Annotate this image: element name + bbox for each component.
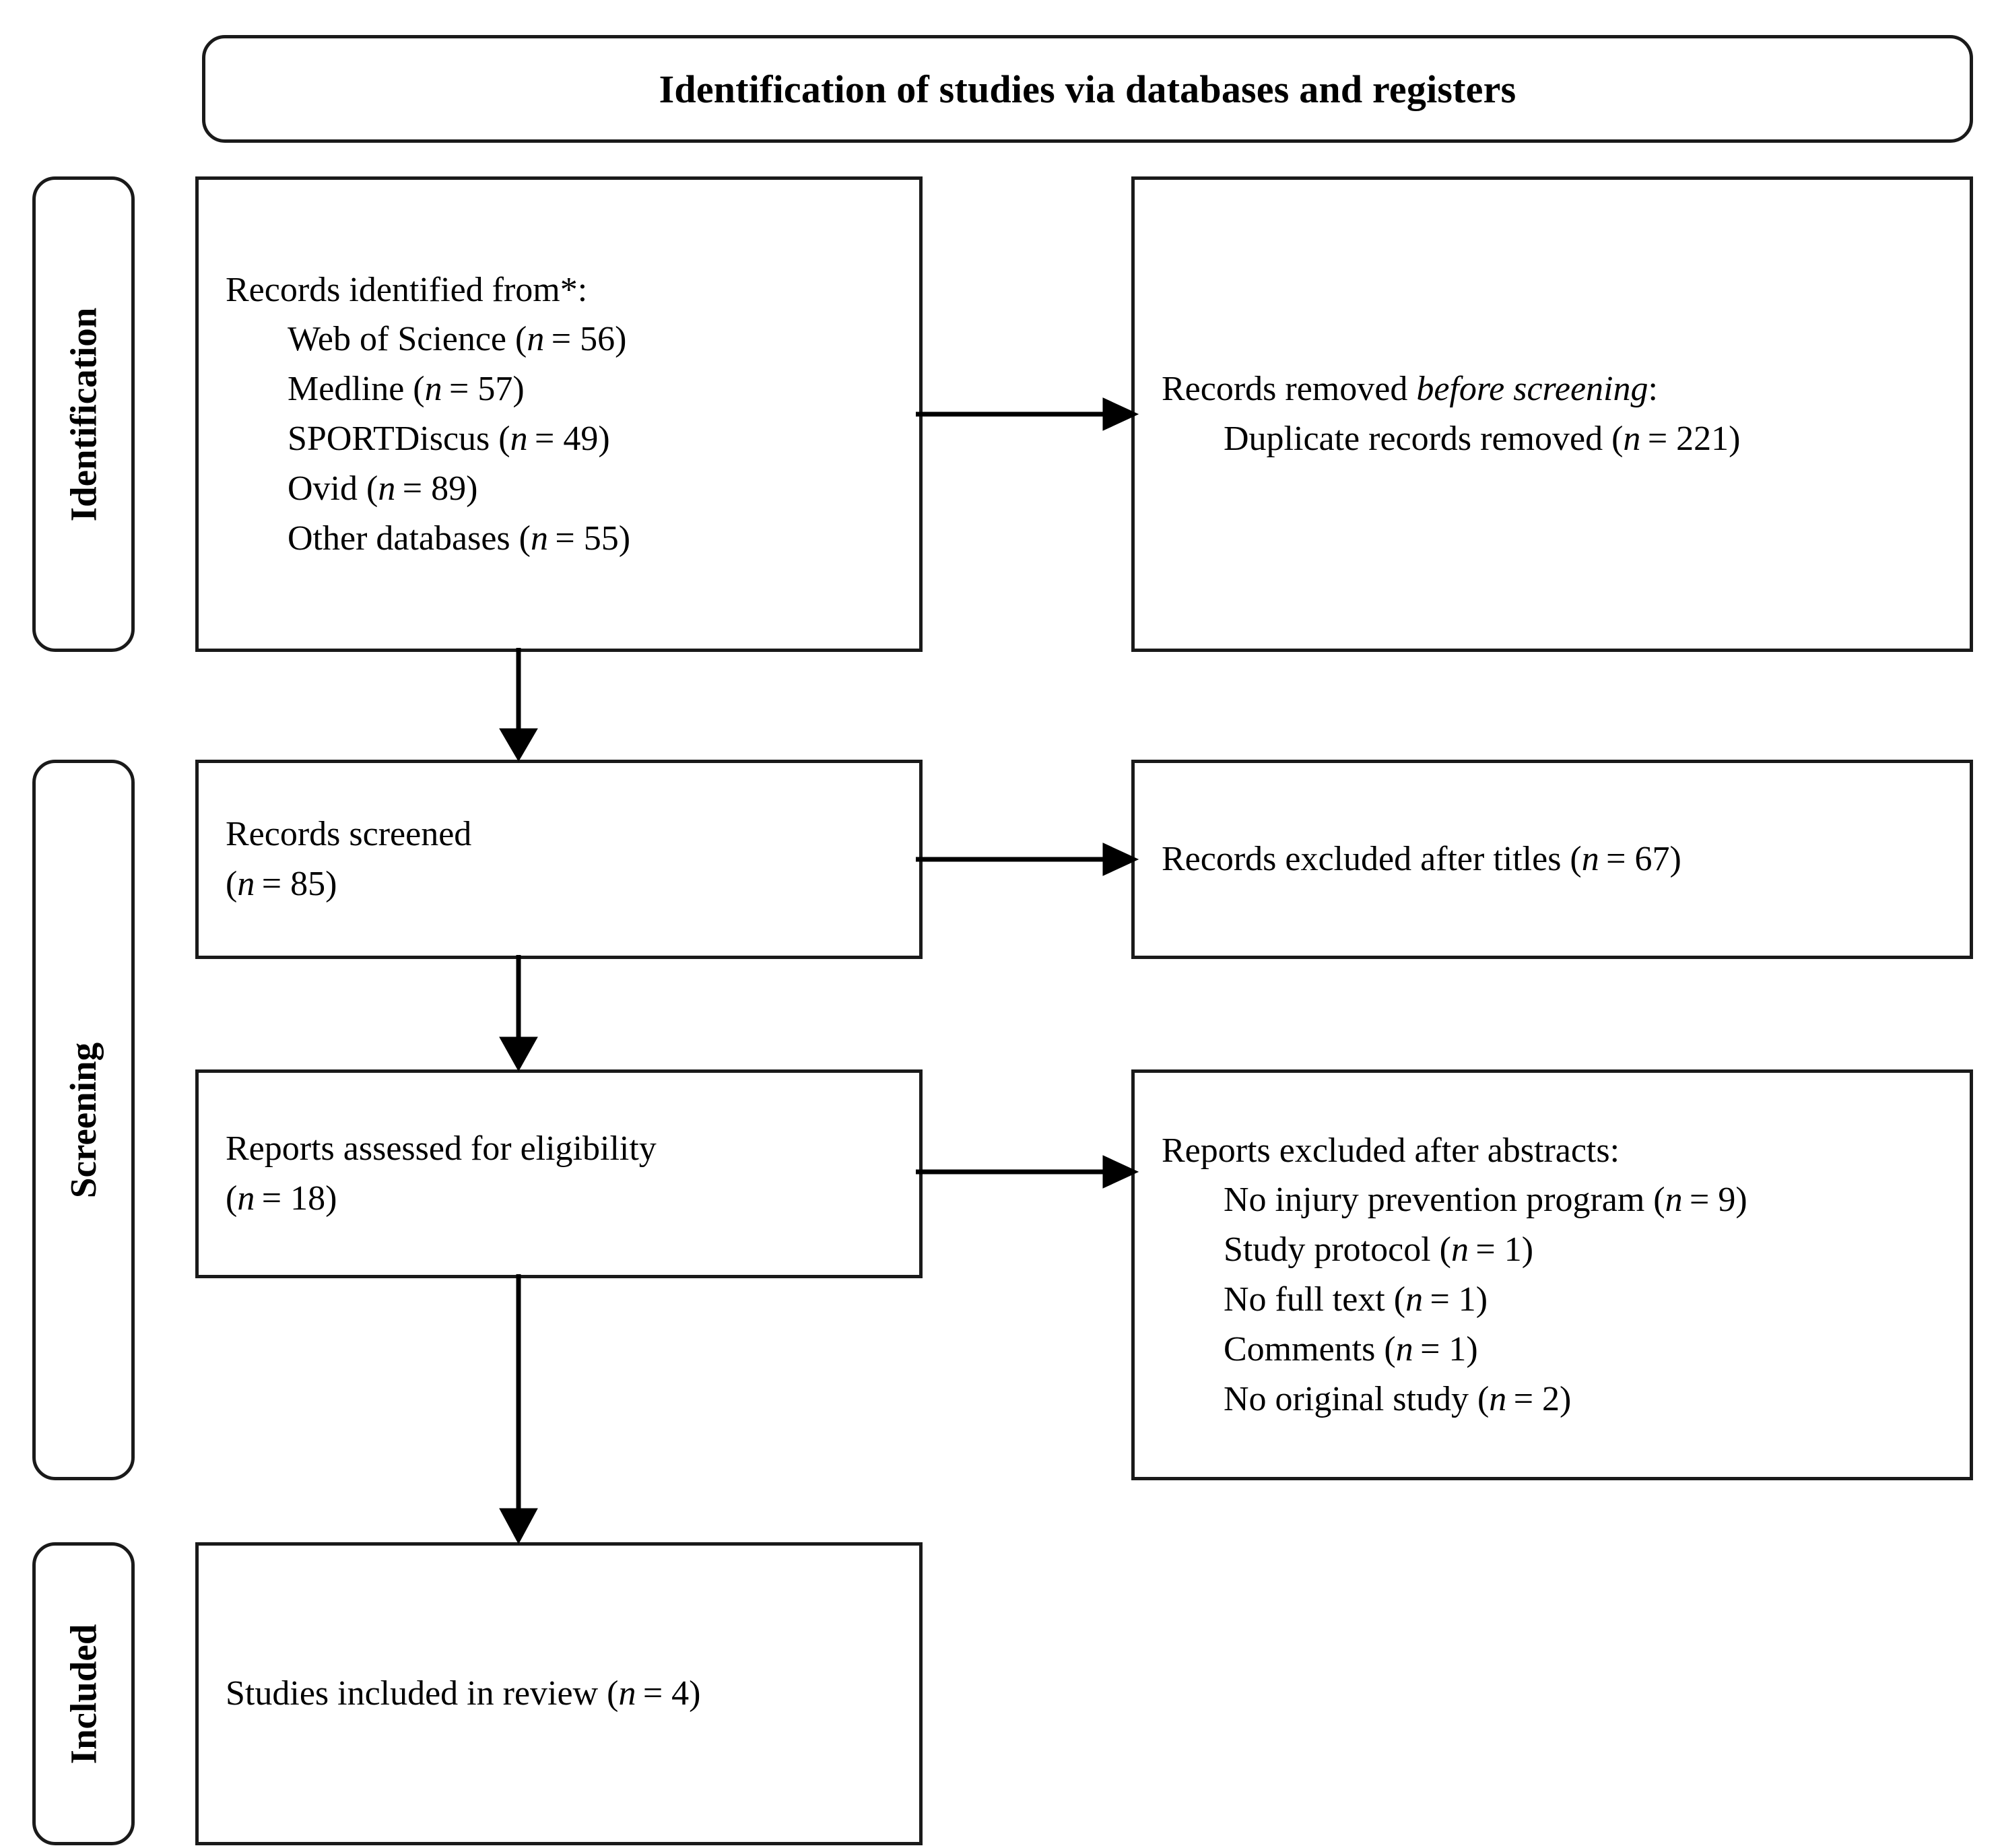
phase-label-screening-text: Screening bbox=[63, 1042, 104, 1198]
records-removed-heading: Records removed before screening: bbox=[1162, 364, 1943, 414]
box-records-identified: Records identified from*: Web of Science… bbox=[195, 176, 923, 652]
arrow-identified-to-removed bbox=[916, 397, 1139, 431]
phase-label-screening: Screening bbox=[32, 760, 135, 1480]
phase-label-included: Included bbox=[32, 1542, 135, 1845]
arrow-identified-to-screened bbox=[499, 648, 538, 762]
reports-assessed-label: Reports assessed for eligibility bbox=[226, 1129, 657, 1168]
records-identified-item: Other databases (n = 55) bbox=[288, 519, 631, 558]
reports-excluded-item: No full text (n = 1) bbox=[1224, 1280, 1488, 1319]
box-records-removed: Records removed before screening: Duplic… bbox=[1131, 176, 1973, 652]
phase-label-included-text: Included bbox=[63, 1624, 104, 1764]
records-screened-count: (n = 85) bbox=[226, 865, 337, 903]
records-removed-heading-prefix: Records removed bbox=[1162, 370, 1417, 409]
phase-label-identification: Identification bbox=[32, 176, 135, 652]
records-excluded-titles-label: Records excluded after titles (n = 67) bbox=[1162, 840, 1681, 879]
reports-excluded-item: No injury prevention program (n = 9) bbox=[1224, 1181, 1747, 1220]
studies-included-label: Studies included in review (n = 4) bbox=[226, 1674, 701, 1713]
records-identified-item: Ovid (n = 89) bbox=[288, 469, 478, 508]
page-title: Identification of studies via databases … bbox=[659, 67, 1516, 111]
reports-excluded-heading: Reports excluded after abstracts: bbox=[1162, 1131, 1620, 1170]
records-removed-item: Duplicate records removed (n = 221) bbox=[1224, 420, 1741, 458]
arrow-screened-to-eligibility bbox=[499, 955, 538, 1072]
reports-excluded-item: Study protocol (n = 1) bbox=[1224, 1230, 1534, 1269]
phase-label-identification-text: Identification bbox=[63, 307, 104, 521]
arrow-screened-to-excluded-titles bbox=[916, 843, 1139, 876]
records-removed-heading-italic: before screening bbox=[1416, 370, 1648, 409]
records-removed-heading-suffix: : bbox=[1648, 370, 1658, 409]
arrow-eligibility-to-included bbox=[499, 1274, 538, 1545]
records-identified-item: SPORTDiscus (n = 49) bbox=[288, 420, 610, 458]
box-studies-included: Studies included in review (n = 4) bbox=[195, 1542, 923, 1845]
records-identified-heading: Records identified from*: bbox=[226, 270, 588, 309]
records-screened-label: Records screened bbox=[226, 815, 472, 854]
box-reports-assessed-eligibility: Reports assessed for eligibility (n = 18… bbox=[195, 1069, 923, 1278]
records-identified-item: Medline (n = 57) bbox=[288, 370, 525, 409]
box-records-excluded-titles: Records excluded after titles (n = 67) bbox=[1131, 760, 1973, 959]
reports-assessed-count: (n = 18) bbox=[226, 1179, 337, 1218]
box-records-screened: Records screened (n = 85) bbox=[195, 760, 923, 959]
reports-excluded-item: Comments (n = 1) bbox=[1224, 1329, 1478, 1368]
reports-excluded-item: No original study (n = 2) bbox=[1224, 1379, 1572, 1418]
box-reports-excluded-abstracts: Reports excluded after abstracts: No inj… bbox=[1131, 1069, 1973, 1480]
diagram-header-banner: Identification of studies via databases … bbox=[202, 35, 1973, 143]
records-identified-item: Web of Science (n = 56) bbox=[288, 320, 627, 359]
arrow-eligibility-to-excluded-abstracts bbox=[916, 1155, 1139, 1189]
